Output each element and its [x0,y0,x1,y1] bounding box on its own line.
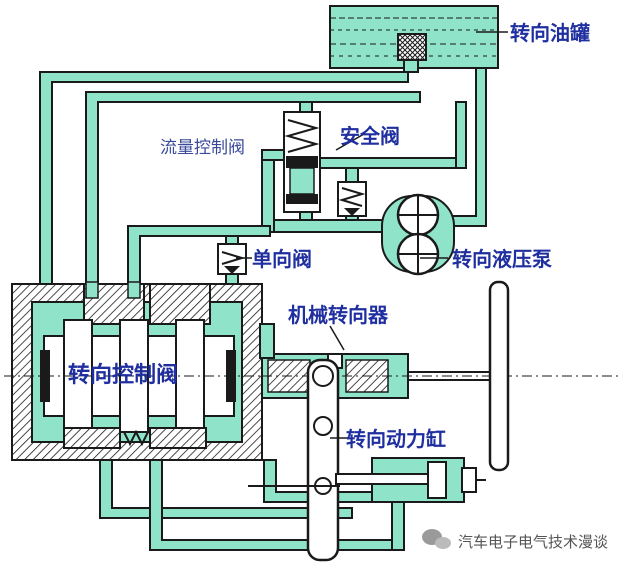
label-safety-valve: 安全阀 [340,124,400,148]
steering-pump [381,193,455,276]
label-check-valve: 单向阀 [252,247,312,271]
leader-lines [236,31,508,439]
label-pump: 转向液压泵 [452,247,552,271]
label-flow-valve: 流量控制阀 [160,138,245,158]
steering-wheel [408,280,510,472]
safety-valve [337,181,367,217]
pitman-arm [248,358,340,562]
steering-gear [259,323,620,399]
power-cylinder [335,457,486,503]
watermark-text: 汽车电子电气技术漫谈 [458,533,608,551]
tank-filter-icon [397,33,427,61]
label-tank: 转向油罐 [510,21,590,45]
spring-icon [284,119,320,153]
steering-control-valve [4,281,263,461]
label-cylinder: 转向动力缸 [346,427,446,451]
check-valve [217,243,247,275]
watermark: 汽车电子电气技术漫谈 [422,529,608,551]
steering-oil-tank [329,5,499,73]
label-gear: 机械转向器 [288,303,389,327]
label-control-valve: 转向控制阀 [68,362,178,388]
flow-control-valve [283,111,321,213]
wechat-icon [422,529,451,549]
spring-icon [338,187,366,207]
